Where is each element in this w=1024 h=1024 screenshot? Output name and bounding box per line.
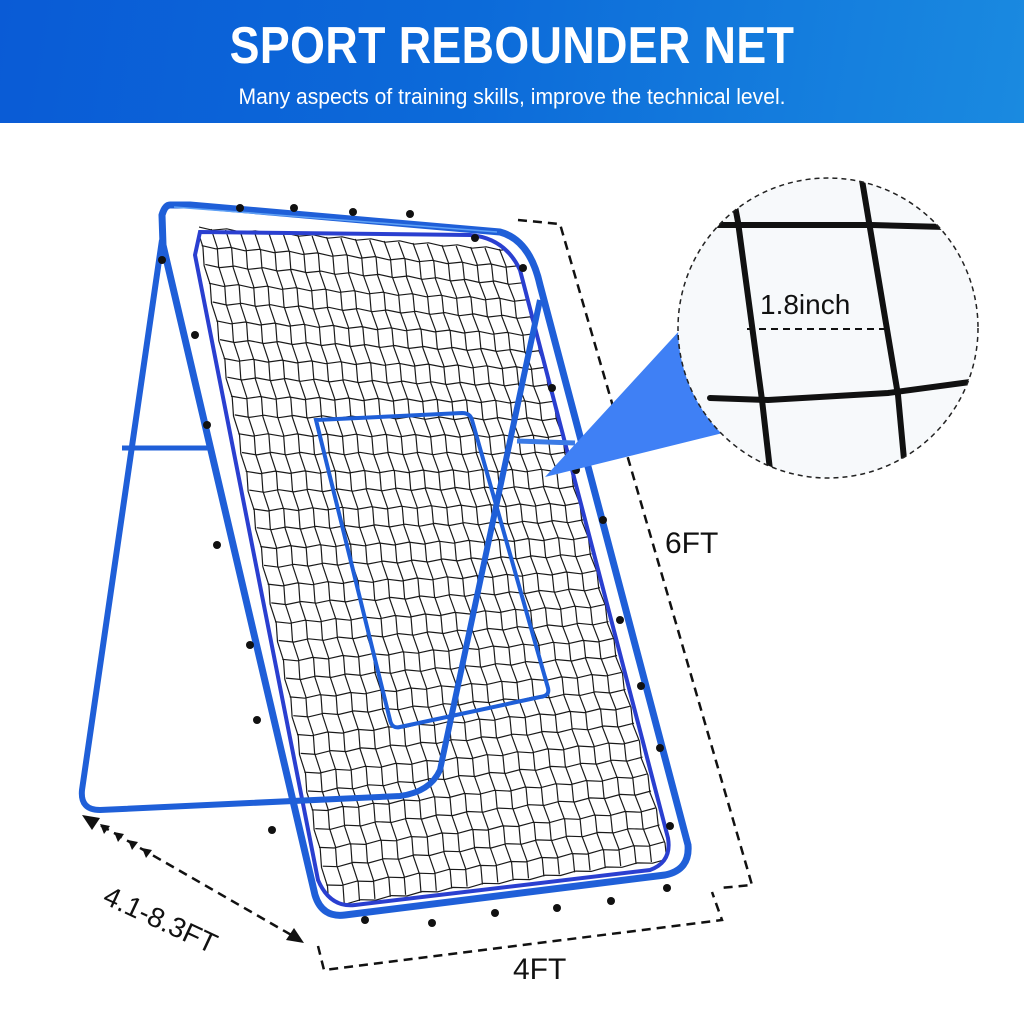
page-subtitle: Many aspects of training skills, improve… <box>238 84 786 109</box>
net-strand-vertical <box>397 241 545 877</box>
net-strand-horizontal <box>263 553 592 568</box>
cross-bar-right <box>516 438 576 446</box>
width-dimension-line <box>316 891 724 972</box>
net-strand-vertical <box>383 240 530 879</box>
net-strand-vertical <box>196 227 330 906</box>
net-strand-vertical <box>369 239 514 881</box>
net-strand-horizontal <box>307 756 643 793</box>
net-strand-vertical <box>354 238 499 883</box>
net-strand-horizontal <box>230 395 554 405</box>
net-strand-vertical <box>340 237 483 885</box>
mesh-detail-magnifier <box>677 177 979 479</box>
net-strand-horizontal <box>238 433 562 439</box>
width-label: 4FT <box>513 953 567 986</box>
net-strand-horizontal <box>256 519 584 531</box>
net-strand-horizontal <box>274 604 605 624</box>
net-strand-horizontal <box>267 570 596 587</box>
net-strand-vertical <box>239 230 376 899</box>
height-label: 6FT <box>665 527 719 560</box>
net-strand-horizontal <box>223 357 545 371</box>
net-strand-vertical <box>297 234 437 891</box>
net-strand-horizontal <box>216 320 537 336</box>
net-strand-vertical <box>441 244 591 871</box>
net-strand-horizontal <box>201 245 520 268</box>
net-strand-horizontal <box>326 841 664 887</box>
net-strand-horizontal <box>282 637 613 662</box>
net-strand-horizontal <box>318 807 656 849</box>
page-title: SPORT REBOUNDER NET <box>229 17 795 75</box>
frame-highlight <box>173 206 498 233</box>
rebounder-frame <box>158 201 692 919</box>
net-strand-vertical <box>225 229 361 901</box>
net-strand-horizontal <box>241 451 567 456</box>
net-strand-horizontal <box>212 301 533 319</box>
net-strand-horizontal <box>285 654 618 681</box>
net-strand-horizontal <box>300 722 635 756</box>
net-strand-horizontal <box>245 468 571 475</box>
net-strand-horizontal <box>227 376 550 388</box>
net-strand-vertical <box>455 245 606 869</box>
target-zone-outline <box>313 410 551 730</box>
mesh-size-label: 1.8inch <box>760 289 851 320</box>
net-strand-horizontal <box>329 858 669 905</box>
net-strand-vertical <box>484 247 637 865</box>
bungee-clips <box>158 204 674 927</box>
net-strand-horizontal <box>304 739 639 774</box>
net-strand-horizontal <box>205 263 524 285</box>
net-strand-vertical <box>470 246 622 867</box>
header-banner: SPORT REBOUNDER NET Many aspects of trai… <box>0 0 1024 123</box>
net-strand-vertical <box>498 248 652 863</box>
net-strand-vertical <box>268 232 407 895</box>
net-strand-horizontal <box>234 414 558 422</box>
net-strand-horizontal <box>293 688 626 718</box>
net-strand-vertical <box>210 228 345 904</box>
net-border-webbing <box>192 229 671 908</box>
depth-dimension-arrow <box>82 815 304 943</box>
net-strand-horizontal <box>296 705 630 737</box>
height-dimension-line <box>517 218 754 890</box>
net-strand-horizontal <box>311 773 647 812</box>
net-strand-horizontal <box>260 536 588 550</box>
net-strand-vertical <box>325 236 468 887</box>
support-leg-frame <box>78 239 543 813</box>
net-strand-horizontal <box>278 621 609 643</box>
net-strand-horizontal <box>315 790 652 830</box>
net-strand-horizontal <box>249 485 575 493</box>
net-strand-horizontal <box>322 824 660 868</box>
net-strand-vertical <box>253 231 391 897</box>
net-strand-horizontal <box>252 502 579 512</box>
net-strand-horizontal <box>271 587 601 606</box>
net-strand-horizontal <box>219 339 541 354</box>
net-strand-vertical <box>426 243 576 873</box>
net-strand-horizontal <box>208 282 528 302</box>
net-strand-vertical <box>311 235 453 889</box>
